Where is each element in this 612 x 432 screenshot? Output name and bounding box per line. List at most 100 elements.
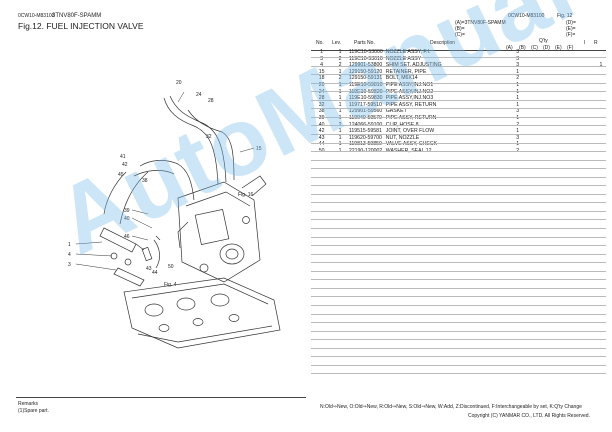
header-col-a: (A)	[506, 44, 513, 51]
table-cell-desc: PIPE ASSY, RETURN	[385, 101, 437, 108]
remarks-line: (1)Spare part.	[18, 408, 49, 414]
table-cell-a: 2	[516, 147, 520, 154]
table-cell-r	[596, 75, 606, 82]
row-rule	[311, 228, 606, 229]
engine-block-outline	[123, 277, 281, 349]
table-cell-a: 3	[516, 62, 520, 69]
row-rule	[311, 91, 606, 93]
table-cell-lev: 1	[338, 128, 342, 135]
callout-label: 40	[124, 216, 130, 222]
row-rule	[311, 339, 606, 341]
table-cell-desc: BOLT, M6X14	[385, 75, 418, 82]
table-cell-lev: 1	[338, 81, 342, 88]
row-rule	[311, 304, 606, 306]
document-code-right: 0CW10-M83100	[508, 13, 545, 19]
callout-label: 1	[68, 242, 71, 248]
table-cell-no: 18	[318, 75, 325, 82]
row-rule	[311, 151, 606, 153]
table-cell-a: 1	[516, 81, 520, 88]
header-divider	[311, 50, 606, 51]
table-cell-desc: WASHER, SEAL 12	[385, 147, 432, 154]
callout-label: 43	[146, 266, 152, 272]
leader-lines	[75, 91, 255, 271]
table-cell-lev: 1	[338, 68, 342, 75]
row-rule	[311, 236, 606, 238]
table-cell-a: 2	[516, 75, 520, 82]
table-cell-part: 119620-59700	[348, 134, 382, 141]
row-rule	[311, 99, 606, 101]
table-cell-part: 119813-59850	[348, 141, 382, 148]
row-rule	[311, 65, 606, 67]
row-rule	[311, 356, 606, 358]
row-rule	[311, 270, 606, 272]
table-cell-lev: 1	[338, 147, 342, 154]
table-cell-desc: PIPE ASSY, RETURN	[385, 114, 437, 121]
table-cell-d	[549, 135, 561, 142]
callout-label: 45	[118, 172, 124, 178]
row-rule	[311, 279, 606, 281]
table-cell-a: 3	[516, 49, 520, 55]
table-cell-i	[586, 75, 596, 82]
table-cell-part: 119717-59510	[348, 101, 382, 108]
row-rule	[311, 108, 606, 110]
row-rule	[311, 125, 606, 127]
remarks-divider	[16, 397, 306, 398]
injection-pipes	[103, 95, 235, 225]
table-cell-a: 3	[516, 108, 520, 115]
header-description: Description	[430, 40, 456, 46]
row-rule	[311, 322, 606, 324]
row-rule	[311, 176, 606, 178]
table-cell-b	[524, 95, 536, 102]
row-rule	[311, 219, 606, 221]
table-cell-i	[586, 135, 596, 142]
table-cell-b	[524, 75, 536, 82]
row-rule	[311, 313, 606, 315]
table-cell-desc: JOINT, OVER FLOW	[385, 128, 435, 135]
table-cell-e	[561, 135, 573, 142]
row-rule	[311, 168, 606, 170]
row-rule	[311, 373, 606, 375]
table-cell-r	[596, 135, 606, 142]
copyright: Copyright (C) YANMAR CO., LTD. All Right…	[468, 413, 590, 419]
table-cell-e	[561, 49, 573, 56]
table-cell-desc: GASKET	[385, 108, 407, 115]
callout-label: 3	[68, 262, 71, 268]
callout-label: 39	[124, 208, 130, 214]
table-cell-i	[586, 95, 596, 102]
row-rule	[311, 330, 606, 332]
table-cell-no: 39	[318, 114, 325, 121]
engine-model: 3TNV80F-SPAMM	[52, 12, 102, 19]
callout-label: 50	[168, 264, 174, 270]
row-rule	[311, 262, 606, 264]
fuel-injection-diagram: 20 24 28 32 15 41 42 45 38 1 4 3 39 40 4…	[68, 80, 281, 349]
header-no: No.	[316, 40, 324, 46]
row-rule	[311, 210, 606, 212]
table-cell-part: 119E10-59830	[348, 95, 383, 102]
table-cell-desc: CLIP, HOSE 8	[385, 121, 419, 128]
callout-label: 44	[152, 270, 158, 276]
table-cell-c	[537, 95, 549, 102]
table-cell-a: 2	[516, 121, 520, 128]
table-cell-desc: PIPE ASSY,INJ.NO3	[385, 95, 434, 102]
callout-label: 15	[256, 146, 262, 152]
table-cell-lev: 1	[338, 95, 342, 102]
callout-label: 38	[142, 178, 148, 184]
table-cell-f	[574, 95, 586, 102]
table-cell-no: 40	[318, 121, 325, 128]
table-cell-part: 124066-59100	[348, 121, 383, 128]
table-cell-part: 129150-59120	[348, 68, 383, 75]
variant-b: (B)=	[455, 26, 465, 32]
table-cell-desc: NUT, NOZZLE	[385, 134, 420, 141]
table-cell-part: 129150-59131	[348, 75, 383, 82]
table-cell-a: 1	[516, 101, 520, 108]
header-qty: Q'ty	[539, 38, 548, 44]
row-rule	[311, 82, 606, 84]
